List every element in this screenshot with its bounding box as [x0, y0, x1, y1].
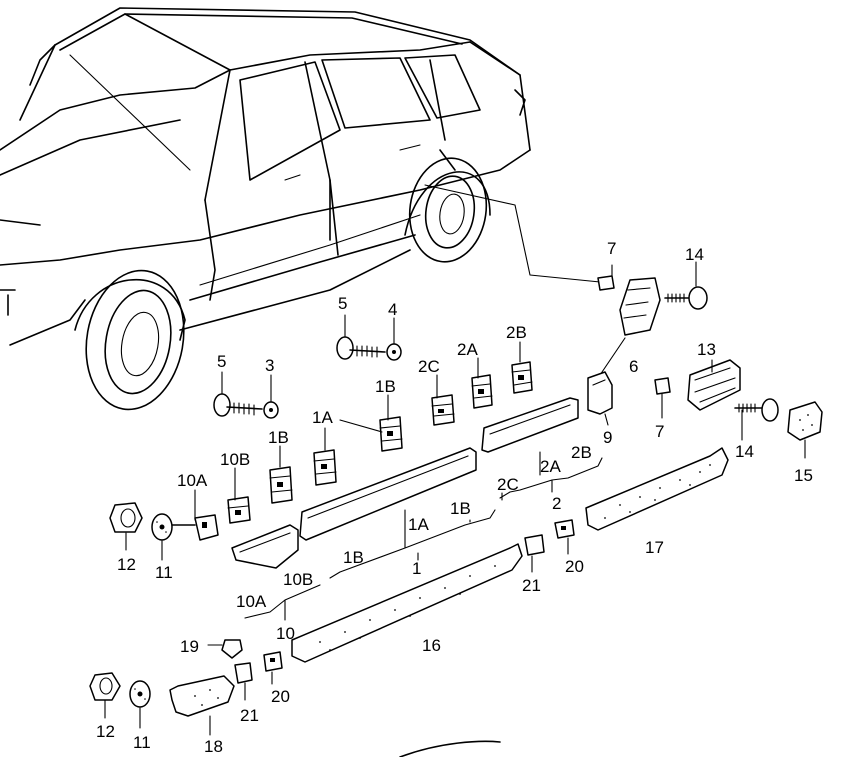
label-2b: 2B	[506, 323, 527, 342]
washer-11-bottom	[129, 680, 151, 729]
group-bracket-2	[499, 451, 603, 501]
group-bracket-10	[244, 584, 321, 621]
bracket-13	[687, 359, 741, 411]
label-19: 19	[180, 637, 199, 656]
label-13: 13	[697, 340, 716, 359]
label-11: 11	[155, 563, 173, 582]
clip-7-mid	[654, 377, 671, 419]
label-1b: 1B	[343, 548, 364, 567]
clip-20-bottom	[263, 651, 283, 685]
label-12: 12	[96, 722, 115, 741]
cap-9	[587, 371, 613, 426]
label-20: 20	[271, 687, 290, 706]
label-12: 12	[117, 555, 136, 574]
label-9: 9	[603, 428, 612, 447]
label-14: 14	[685, 245, 704, 264]
label-16: 16	[422, 636, 441, 655]
label-6: 6	[629, 357, 638, 376]
label-1b: 1B	[268, 428, 289, 447]
clip-10a	[171, 489, 219, 541]
label-2a: 2A	[457, 340, 478, 359]
clip-2a	[471, 357, 493, 409]
label-3: 3	[265, 356, 274, 375]
washer-11-top	[151, 513, 173, 561]
clip-1b-left	[269, 445, 293, 504]
label-10a: 10A	[177, 471, 208, 490]
label-11: 11	[133, 733, 151, 752]
label-18: 18	[204, 737, 223, 756]
bracket-assembly-6	[599, 277, 661, 376]
label-10a: 10A	[236, 592, 267, 611]
label-17: 17	[645, 538, 664, 557]
label-2: 2	[552, 494, 561, 513]
clip-1a	[313, 427, 337, 486]
clip-1b-top	[339, 394, 403, 452]
molding-1	[299, 447, 477, 541]
clip-2c	[431, 374, 455, 426]
end-cap-15	[787, 401, 823, 459]
label-21: 21	[522, 576, 541, 595]
washer-4	[386, 317, 402, 361]
sill-trim-16	[291, 543, 523, 663]
label-7: 7	[655, 422, 664, 441]
label-20: 20	[565, 557, 584, 576]
cap-12-bottom	[89, 672, 121, 719]
label-2a: 2A	[540, 457, 561, 476]
label-5: 5	[217, 352, 226, 371]
plug-19	[207, 639, 243, 659]
label-10b: 10B	[283, 570, 313, 589]
cap-12-top	[109, 502, 143, 551]
label-21: 21	[240, 706, 259, 725]
screw-5-left	[213, 371, 263, 417]
washer-3	[263, 374, 279, 419]
screw-14-mid	[734, 398, 779, 441]
label-1b: 1B	[450, 499, 471, 518]
label-4: 4	[388, 300, 397, 319]
label-2c: 2C	[497, 475, 519, 494]
molding-2	[481, 397, 579, 453]
label-15: 15	[794, 466, 813, 485]
label-5: 5	[338, 294, 347, 313]
label-1a: 1A	[312, 408, 333, 427]
label-2b: 2B	[571, 443, 592, 462]
label-2c: 2C	[418, 357, 440, 376]
sill-trim-17	[585, 447, 729, 531]
group-bracket-1	[329, 509, 496, 579]
label-10: 10	[276, 624, 295, 643]
clip-7-top	[597, 264, 615, 291]
label-10b: 10B	[220, 450, 250, 469]
label-14: 14	[735, 442, 754, 461]
screw-5-top	[336, 314, 386, 360]
label-7: 7	[607, 239, 616, 258]
car-body-illustration	[0, 7, 601, 757]
label-1b: 1B	[375, 377, 396, 396]
clip-21-bottom	[234, 662, 253, 701]
molding-10	[231, 524, 299, 569]
label-1: 1	[412, 559, 421, 578]
label-1a: 1A	[408, 515, 429, 534]
end-piece-18	[169, 675, 235, 736]
clip-21-top	[524, 534, 545, 573]
screw-14-top	[664, 261, 708, 310]
clip-2b	[511, 341, 533, 394]
part-labels: 7 14 5 4 2B 2A 2C 13 6 5 3 1B 1A 1B 9 7 …	[96, 239, 813, 756]
clip-10b	[227, 467, 251, 524]
clip-20-top	[554, 519, 575, 555]
